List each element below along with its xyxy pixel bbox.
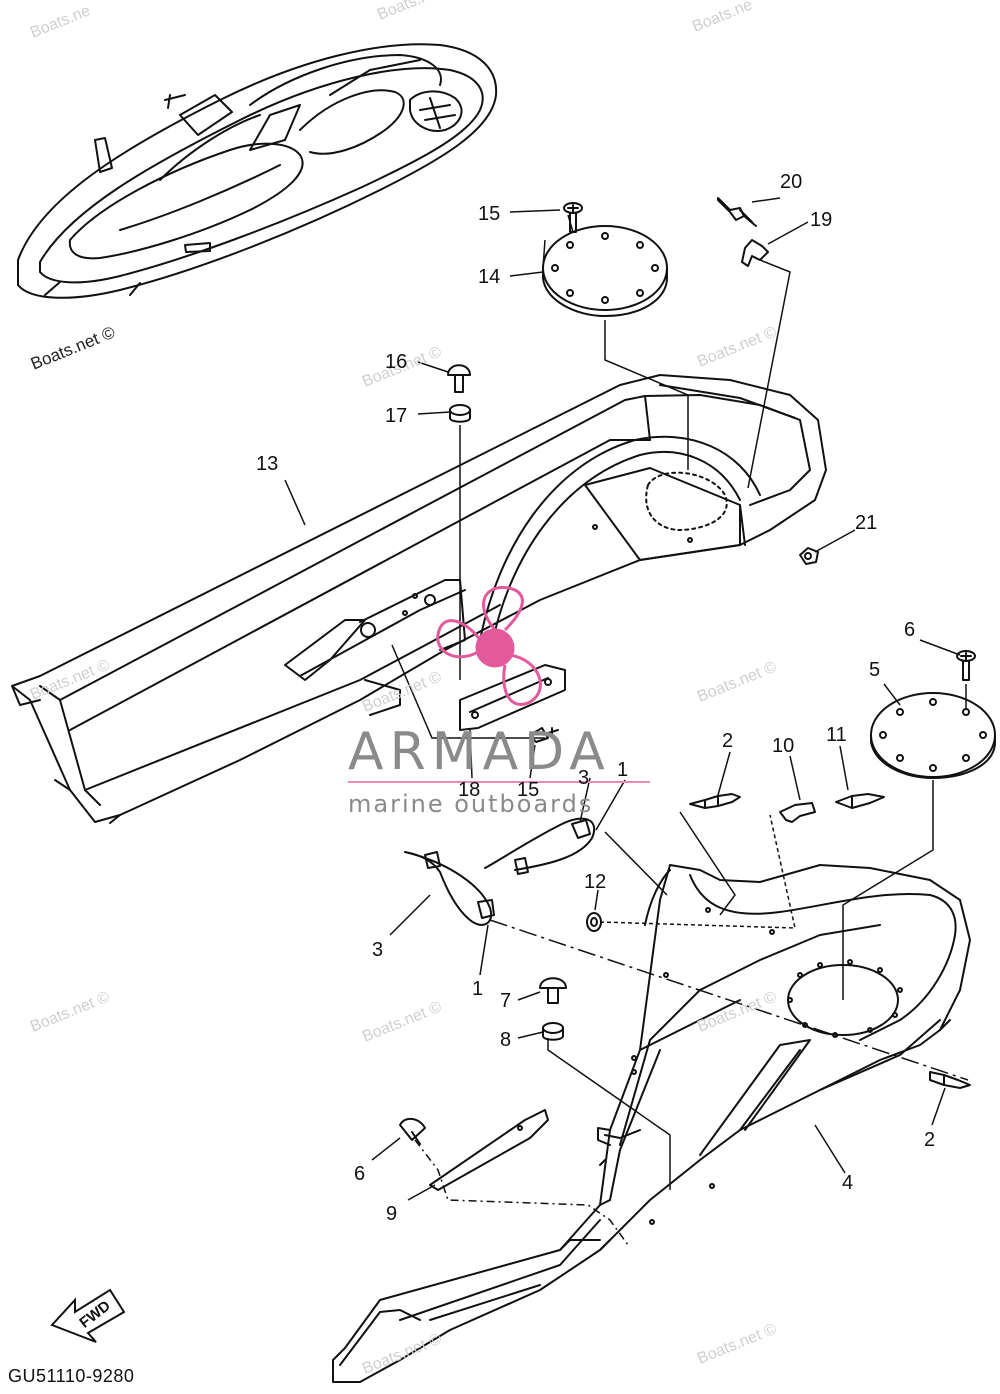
part-14-cover-plate — [542, 225, 668, 317]
callout-2: 2 — [924, 1129, 936, 1151]
screw-15-lower — [529, 727, 559, 743]
strap-3-upper — [484, 817, 596, 875]
clamp-10 — [779, 802, 816, 823]
callout-15: 15 — [478, 203, 501, 225]
screw-6-upper — [956, 650, 976, 681]
callout-16: 16 — [385, 351, 408, 373]
callout-3: 3 — [578, 767, 590, 789]
callout-8: 8 — [500, 1029, 512, 1051]
callout-13: 13 — [256, 453, 279, 475]
callout-11: 11 — [826, 724, 847, 746]
bolt-16 — [447, 364, 471, 393]
brand-tagline: marine outboards — [348, 790, 594, 818]
callout-7: 7 — [500, 990, 512, 1012]
strap-3-lower — [404, 851, 495, 926]
callout-2: 2 — [722, 730, 734, 752]
callout-5: 5 — [869, 659, 881, 681]
callout-1: 1 — [617, 759, 629, 781]
callout-10: 10 — [772, 735, 795, 757]
diagram-code: GU51110-9280 — [8, 1366, 135, 1386]
washer-8 — [542, 1022, 564, 1041]
brand-name: ARMADA — [348, 722, 611, 782]
part-9-strip — [429, 1109, 549, 1191]
part-4-rear-liner — [332, 864, 971, 1383]
rivet-2-upper — [689, 793, 741, 809]
callout-9: 9 — [386, 1203, 398, 1225]
callout-18: 18 — [458, 779, 481, 801]
rivet-20 — [717, 197, 757, 227]
armada-logo-mark — [436, 585, 542, 706]
nut-21 — [799, 547, 819, 565]
callout-20: 20 — [780, 171, 803, 193]
callout-1: 1 — [472, 978, 484, 1000]
callout-6: 6 — [354, 1163, 366, 1185]
callout-12: 12 — [584, 871, 607, 893]
callout-6: 6 — [904, 619, 916, 641]
callout-17: 17 — [385, 405, 408, 427]
callout-21: 21 — [855, 512, 878, 534]
screw-6-lower — [399, 1117, 426, 1145]
callout-15: 15 — [517, 779, 540, 801]
washer-12 — [586, 912, 602, 932]
callout-4: 4 — [842, 1172, 854, 1194]
screw-15-upper — [563, 202, 583, 233]
washer-17 — [449, 404, 471, 423]
bolt-7 — [539, 977, 567, 1004]
watercraft-overview-illustration — [17, 43, 498, 299]
rivet-11 — [835, 793, 885, 809]
part-13-forward-liner — [11, 374, 827, 824]
part-5-cover-plate — [870, 692, 996, 779]
callout-3: 3 — [372, 939, 384, 961]
fwd-arrow-icon — [50, 1288, 126, 1343]
part-13-dashed-opening — [645, 471, 728, 531]
callout-19: 19 — [810, 209, 833, 231]
part-18-plate — [459, 664, 566, 731]
callout-14: 14 — [478, 266, 501, 288]
rivet-2-lower — [929, 1071, 971, 1089]
